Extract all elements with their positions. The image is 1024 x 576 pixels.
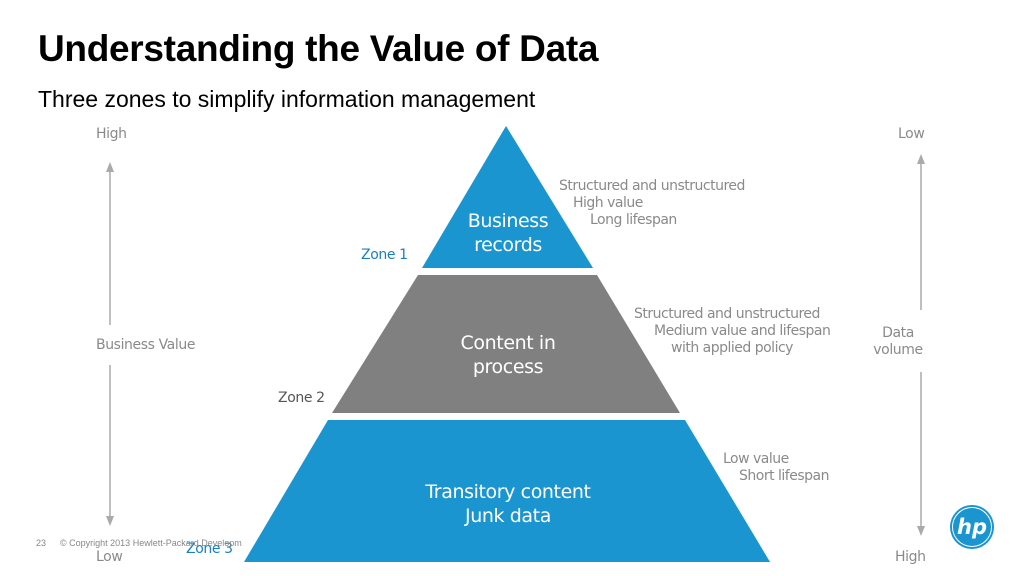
tier-2-label: Content in process (460, 332, 556, 378)
page-subtitle: Three zones to simplify information mana… (38, 86, 536, 112)
left-axis-bottom-label: Low (96, 549, 123, 565)
right-axis-top-label: Low (898, 126, 925, 142)
left-axis-arrow (106, 162, 114, 526)
hp-logo-text: hp (957, 515, 987, 539)
right-axis-arrow (917, 154, 925, 536)
tier-1-shape (422, 126, 593, 268)
tier-3-description: Low value Short lifespan (723, 451, 829, 484)
zone-1-label: Zone 1 (361, 247, 408, 263)
footer: 23 © Copyright 2013 Hewlett-Packard Devel… (36, 538, 256, 548)
tier-3-shape (244, 420, 770, 562)
zone-2-label: Zone 2 (278, 390, 325, 406)
tier-1-description: Structured and unstructured High value L… (559, 178, 745, 228)
right-axis-bottom-label: High (895, 549, 926, 565)
left-axis-top-label: High (96, 126, 127, 142)
zone-3-label: Zone 3 (186, 541, 233, 557)
tier-2-description: Structured and unstructured Medium value… (634, 306, 831, 356)
page-number: 23 (36, 538, 47, 548)
tier-1-label: Business records (467, 210, 549, 256)
tier-3-label: Transitory content Junk data (425, 481, 591, 527)
left-axis-title: Business Value (96, 337, 196, 353)
right-axis-title: Data volume (873, 325, 923, 358)
page-title: Understanding the Value of Data (38, 28, 599, 69)
tier-2-shape (332, 275, 680, 413)
hp-logo-icon: hp (950, 505, 994, 549)
copyright-text: © Copyright 2013 Hewlett-Packard Develop… (60, 538, 242, 548)
